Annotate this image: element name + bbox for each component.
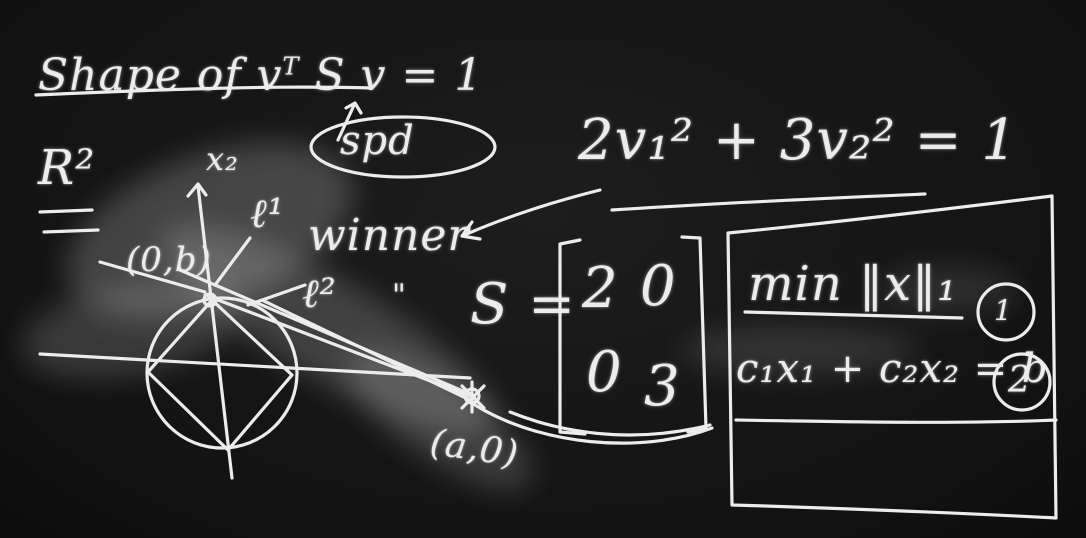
norm-circle-1 [976, 282, 1036, 342]
line-label-1: ℓ¹ [250, 191, 285, 237]
problem-objective: min ‖x‖₁ [748, 256, 958, 312]
connector-curve [473, 403, 714, 445]
matrix-cell-0-0: 2 [582, 256, 619, 321]
matrix-right-bracket [680, 235, 708, 434]
spd-ellipse [309, 115, 497, 179]
pointer-top [98, 260, 207, 294]
connector-curve-2 [508, 410, 712, 437]
problem-constraint: c₁x₁ + c₂x₂ = b [736, 346, 1049, 392]
norm-circle-2 [992, 352, 1052, 412]
title-text: Shape of v [38, 50, 283, 101]
equation: 2v₁² + 3v₂² = 1 [578, 108, 1019, 173]
x2-axis [196, 184, 234, 480]
matrix-left-bracket [558, 238, 587, 436]
title-strikethrough [34, 85, 374, 97]
intercept-top-label: (0,b) [126, 240, 212, 280]
title-superscript: T [282, 52, 300, 81]
norm-circle-1-label: 1 [994, 294, 1013, 327]
title: Shape of vT S v = 1 [38, 50, 483, 101]
title-rest: S v = 1 [314, 50, 484, 101]
spd-arrow [336, 101, 363, 142]
objective-underline [743, 310, 964, 320]
matrix-cell-1-1: 3 [644, 354, 681, 419]
line-3 [260, 298, 472, 402]
problem-box [726, 194, 1058, 520]
problem-box-divider [734, 418, 1058, 424]
space-underline [38, 208, 100, 234]
spd-label: spd [340, 118, 415, 164]
ditto-mark: " [392, 278, 407, 313]
l1-diamond [146, 298, 294, 452]
matrix-cell-1-0: 0 [586, 340, 623, 405]
winner-arrow [460, 188, 602, 241]
intercept-top-point [202, 292, 218, 308]
x1-axis [38, 352, 472, 380]
matrix-name: S = [470, 272, 577, 337]
axis-y-label: x₂ [206, 140, 239, 178]
pointer-l1 [213, 236, 252, 287]
x2-axis-arrow [186, 182, 208, 198]
winner-label: winner [308, 210, 470, 261]
matrix-cell-0-1: 0 [640, 254, 677, 319]
space-label: R² [38, 140, 96, 196]
pointer-l2 [246, 283, 307, 307]
equation-underline [610, 192, 927, 212]
norm-circle-2-label: 2 [1008, 360, 1032, 401]
intercept-right-star [460, 380, 486, 414]
line-label-2: ℓ² [302, 271, 337, 317]
